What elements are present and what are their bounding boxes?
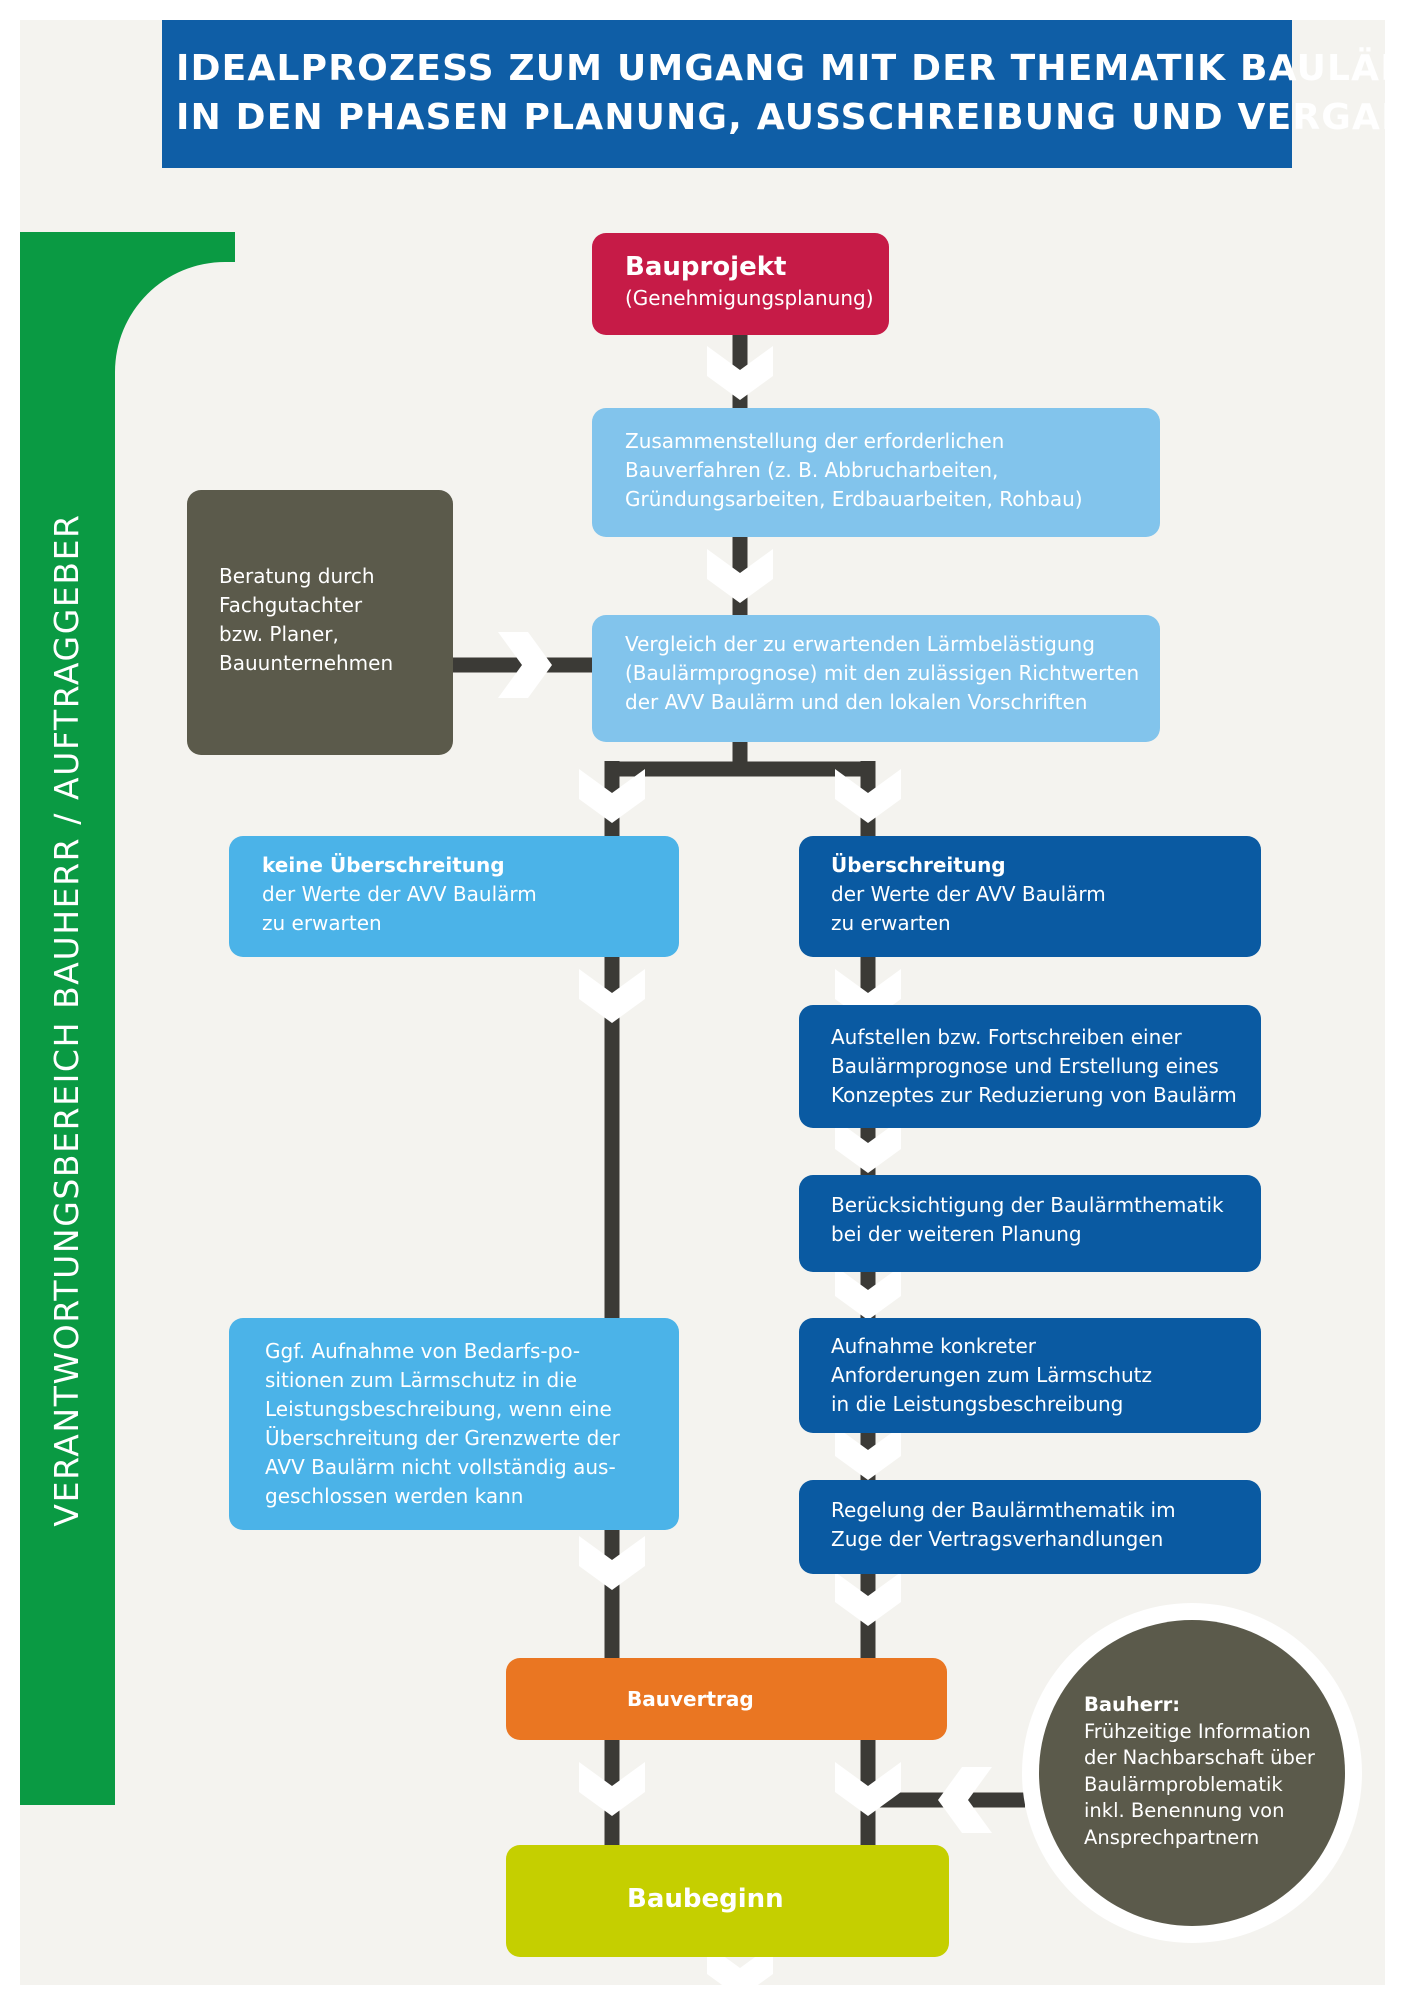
bauherr-circle	[1039, 1620, 1345, 1926]
node-zusammenstellung-line: Zusammenstellung der erforderlichen	[625, 429, 1005, 453]
node-beruecksichtigung: Berücksichtigung der Baulärmthematik bei…	[799, 1175, 1261, 1272]
node-keine-ueberschreitung: keine Überschreitung der Werte der AVV B…	[229, 836, 679, 957]
node-keine-ueberschreitung-line: zu erwarten	[262, 911, 382, 935]
bauherr-info-line: inkl. Benennung von	[1084, 1799, 1285, 1822]
node-bauvertrag-title: Bauvertrag	[627, 1687, 754, 1711]
node-beratung-line: bzw. Planer,	[219, 622, 339, 646]
node-aufnahme-konkret: Aufnahme konkreter Anforderungen zum Lär…	[799, 1318, 1261, 1433]
node-zusammenstellung: Zusammenstellung der erforderlichen Bauv…	[592, 408, 1160, 537]
node-keine-ueberschreitung-line: der Werte der AVV Baulärm	[262, 882, 537, 906]
title-line-1: IDEALPROZESS ZUM UMGANG MIT DER THEMATIK…	[176, 48, 1406, 89]
node-ueberschreitung-title: Überschreitung	[831, 853, 1006, 877]
title-line-2: IN DEN PHASEN PLANUNG, AUSSCHREIBUNG UND…	[176, 97, 1406, 138]
node-ueberschreitung: Überschreitung der Werte der AVV Baulärm…	[799, 836, 1261, 957]
node-bauprojekt-subtitle: (Genehmigungsplanung)	[625, 286, 874, 310]
bauherr-info-line: Frühzeitige Information	[1084, 1719, 1311, 1743]
node-aufnahme-konkret-line: Aufnahme konkreter	[831, 1334, 1036, 1358]
chevron-icons	[498, 346, 992, 1998]
title-bar: IDEALPROZESS ZUM UMGANG MIT DER THEMATIK…	[162, 20, 1406, 168]
node-aufnahme-konkret-line: in die Leistungsbeschreibung	[831, 1392, 1124, 1416]
node-ueberschreitung-line: zu erwarten	[831, 911, 951, 935]
node-beratung-line: Fachgutachter	[219, 593, 363, 617]
responsibility-bracket	[20, 232, 235, 1805]
node-aufstellen-line: Aufstellen bzw. Fortschreiben einer	[831, 1025, 1182, 1049]
node-vergleich: Vergleich der zu erwartenden Lärmbelästi…	[592, 615, 1160, 742]
node-ggf-aufnahme-line: Ggf. Aufnahme von Bedarfs-po-	[265, 1339, 581, 1363]
node-beratung: Beratung durch Fachgutachter bzw. Planer…	[187, 490, 453, 755]
node-bauprojekt-title: Bauprojekt	[625, 252, 787, 282]
node-zusammenstellung-line: Bauverfahren (z. B. Abbrucharbeiten,	[625, 458, 999, 482]
node-beruecksichtigung-line: bei der weiteren Planung	[831, 1222, 1082, 1246]
node-vergleich-line: (Baulärmprognose) mit den zulässigen Ric…	[625, 661, 1140, 685]
node-aufstellen-line: Baulärmprognose und Erstellung eines	[831, 1054, 1219, 1078]
node-aufstellen: Aufstellen bzw. Fortschreiben einer Baul…	[799, 1005, 1261, 1128]
node-regelung-line: Zuge der Vertragsverhandlungen	[831, 1527, 1164, 1551]
node-bauvertrag: Bauvertrag	[506, 1658, 947, 1740]
node-ggf-aufnahme-line: sitionen zum Lärmschutz in die	[265, 1368, 578, 1392]
node-vergleich-line: Vergleich der zu erwartenden Lärmbelästi…	[625, 632, 1095, 656]
node-zusammenstellung-line: Gründungsarbeiten, Erdbauarbeiten, Rohba…	[625, 487, 1083, 511]
bauherr-info-line: Ansprechpartnern	[1084, 1825, 1260, 1849]
node-ggf-aufnahme-line: Überschreitung der Grenzwerte der	[265, 1426, 620, 1450]
node-ggf-aufnahme-line: geschlossen werden kann	[265, 1484, 524, 1508]
node-aufstellen-line: Konzeptes zur Reduzierung von Baulärm	[831, 1083, 1237, 1107]
node-ueberschreitung-line: der Werte der AVV Baulärm	[831, 882, 1106, 906]
node-ggf-aufnahme-line: AVV Baulärm nicht vollständig aus-	[265, 1455, 616, 1479]
node-ggf-aufnahme-line: Leistungsbeschreibung, wenn eine	[265, 1397, 612, 1421]
bauherr-info-line: der Nachbarschaft über	[1084, 1746, 1315, 1769]
node-beratung-line: Bauunternehmen	[219, 651, 394, 675]
node-bauprojekt: Bauprojekt (Genehmigungsplanung)	[592, 233, 889, 335]
bauherr-info-line: Baulärmproblematik	[1084, 1772, 1283, 1796]
node-baubeginn: Baubeginn	[506, 1845, 949, 1957]
node-ggf-aufnahme: Ggf. Aufnahme von Bedarfs-po- sitionen z…	[229, 1318, 679, 1530]
node-regelung-line: Regelung der Baulärmthematik im	[831, 1498, 1176, 1522]
node-beruecksichtigung-line: Berücksichtigung der Baulärmthematik	[831, 1193, 1224, 1217]
node-vergleich-line: der AVV Baulärm und den lokalen Vorschri…	[625, 690, 1088, 714]
bauherr-info-title: Bauherr:	[1084, 1693, 1181, 1716]
node-keine-ueberschreitung-title: keine Überschreitung	[262, 853, 505, 877]
bauherr-info-text: Bauherr: Frühzeitige Information der Nac…	[1084, 1692, 1315, 1851]
node-aufnahme-konkret-line: Anforderungen zum Lärmschutz	[831, 1363, 1152, 1387]
node-regelung: Regelung der Baulärmthematik im Zuge der…	[799, 1480, 1261, 1574]
node-beratung-line: Beratung durch	[219, 564, 375, 588]
node-baubeginn-title: Baubeginn	[627, 1884, 784, 1914]
